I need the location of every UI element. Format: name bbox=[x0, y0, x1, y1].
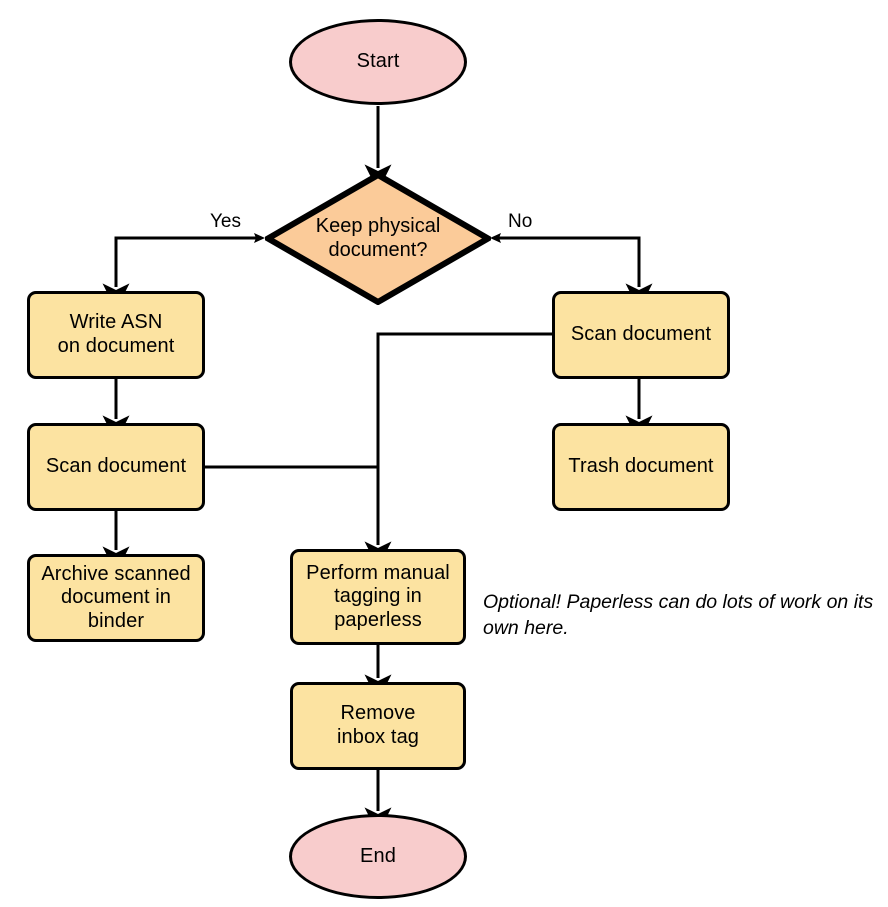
edge-label-yes: Yes bbox=[210, 211, 241, 233]
edge-label-no-text: No bbox=[508, 211, 533, 232]
node-scan-document-left[interactable]: Scan document bbox=[27, 423, 205, 511]
arrowhead-no-into-decision bbox=[490, 233, 501, 243]
node-remove-inbox-tag-label: Remove inbox tag bbox=[336, 702, 420, 748]
edge-label-yes-text: Yes bbox=[210, 211, 241, 232]
node-start-label: Start bbox=[356, 50, 400, 73]
node-end-label: End bbox=[360, 844, 396, 867]
node-scan-document-left-label: Scan document bbox=[45, 455, 187, 478]
annotation-optional-note-text: Optional! Paperless can do lots of work … bbox=[483, 591, 874, 640]
node-remove-inbox-tag[interactable]: Remove inbox tag bbox=[290, 682, 466, 770]
node-trash-document[interactable]: Trash document bbox=[552, 423, 730, 511]
edge-decision-no-to-scan-right bbox=[493, 236, 653, 311]
edge-scan-right-to-manual-tagging bbox=[364, 332, 552, 569]
node-end[interactable]: End bbox=[289, 814, 467, 899]
diamond-shape bbox=[265, 172, 491, 305]
node-decision-keep-physical-document[interactable]: Keep physical document? bbox=[265, 172, 491, 305]
node-decision-label: Keep physical document? bbox=[315, 214, 441, 261]
node-scan-document-right[interactable]: Scan document bbox=[552, 291, 730, 379]
node-start[interactable]: Start bbox=[289, 19, 467, 105]
node-archive-label: Archive scanned document in binder bbox=[41, 562, 191, 632]
node-write-asn-on-document[interactable]: Write ASN on document bbox=[27, 291, 205, 379]
node-scan-document-right-label: Scan document bbox=[570, 323, 712, 346]
node-trash-document-label: Trash document bbox=[568, 455, 714, 478]
node-write-asn-label: Write ASN on document bbox=[57, 311, 175, 357]
annotation-optional-note: Optional! Paperless can do lots of work … bbox=[483, 589, 888, 642]
arrowhead-yes-into-decision bbox=[254, 233, 265, 243]
node-manual-tagging-label: Perform manual tagging in paperless bbox=[306, 561, 450, 631]
edge-label-no: No bbox=[508, 211, 532, 233]
node-archive-scanned-document[interactable]: Archive scanned document in binder bbox=[27, 554, 205, 642]
node-perform-manual-tagging[interactable]: Perform manual tagging in paperless bbox=[290, 549, 466, 645]
edge-decision-yes-to-write-asn bbox=[102, 236, 262, 311]
